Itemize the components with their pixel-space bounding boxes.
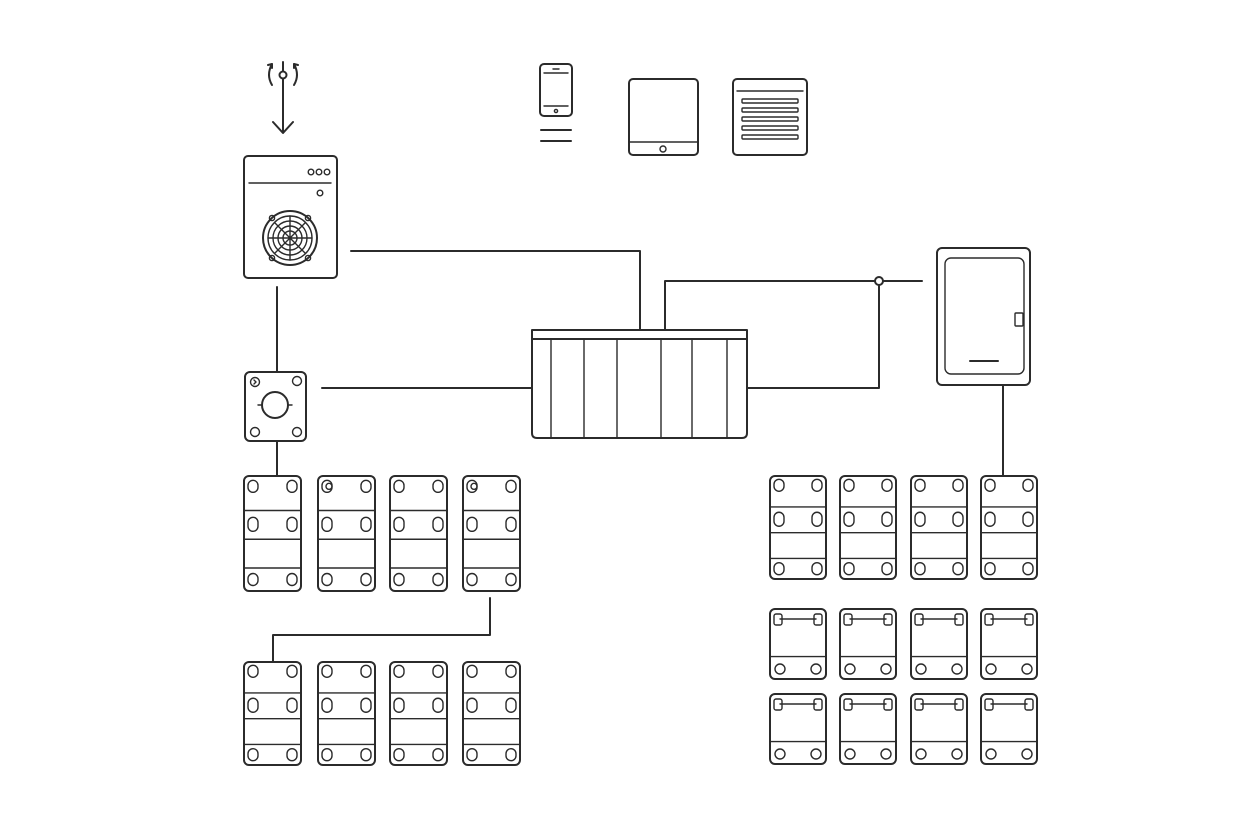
module-icon — [769, 475, 827, 580]
module-icon — [462, 475, 521, 592]
module-icon — [462, 661, 521, 766]
right-bottom-modules — [769, 693, 1038, 765]
wall-cabinet-icon — [936, 247, 1031, 386]
tablet-icon — [628, 78, 699, 156]
module-icon — [839, 475, 897, 580]
module-icon — [980, 608, 1038, 680]
connector-switch-right — [746, 280, 880, 389]
module-icon — [317, 475, 376, 592]
display-panel-icon — [732, 78, 808, 156]
right-middle-modules — [769, 608, 1038, 680]
junction-node — [874, 276, 884, 286]
module-icon — [389, 475, 448, 592]
module-icon — [910, 475, 968, 580]
left-bottom-modules — [243, 661, 521, 766]
hub-device-icon — [244, 371, 307, 442]
module-icon — [910, 693, 968, 765]
module-icon — [389, 661, 448, 766]
connector-server-to-switch — [350, 250, 641, 331]
module-icon — [243, 661, 302, 766]
connector-switch-to-cabinet — [664, 280, 923, 331]
left-top-modules — [243, 475, 521, 592]
network-switch-icon — [531, 329, 748, 439]
module-icon — [839, 693, 897, 765]
module-groups — [243, 475, 1038, 766]
module-icon — [317, 661, 376, 766]
connection-lines — [272, 250, 1004, 663]
module-icon — [769, 693, 827, 765]
module-icon — [769, 608, 827, 680]
module-icon — [980, 693, 1038, 765]
module-icon — [980, 475, 1038, 580]
module-icon — [910, 608, 968, 680]
right-top-modules — [769, 475, 1038, 580]
module-icon — [243, 475, 302, 592]
wireless-antenna-icon — [267, 61, 299, 134]
connector-module-to-lower-row — [272, 597, 491, 663]
server-with-fan-icon — [243, 155, 338, 279]
smartphone-icon — [539, 63, 573, 142]
module-icon — [839, 608, 897, 680]
